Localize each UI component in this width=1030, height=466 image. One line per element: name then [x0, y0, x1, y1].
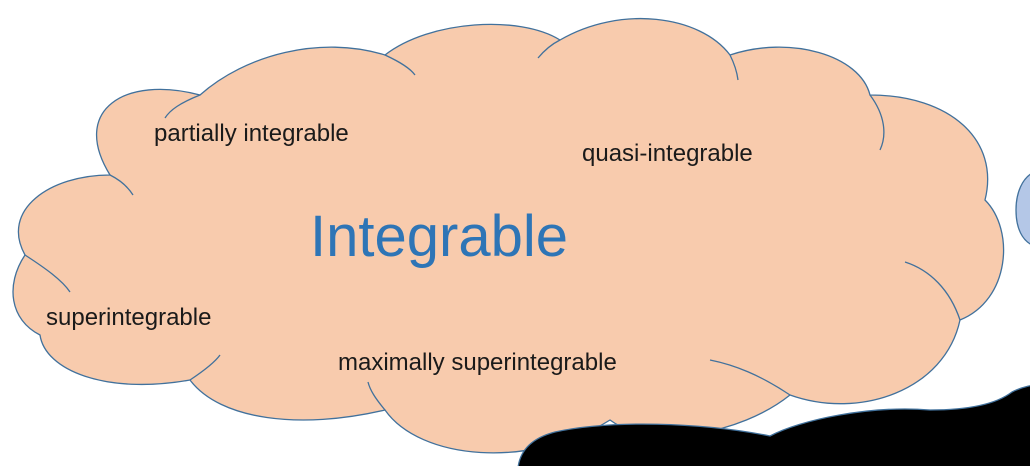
term-maximally-superintegrable: maximally superintegrable [338, 349, 617, 376]
cloud-bump-arc [709, 359, 791, 396]
cloud-bump-arc [189, 354, 221, 381]
cloud-bump-arc [367, 381, 386, 411]
integrable-title: Integrable [310, 204, 568, 269]
dark-cloud-shape [517, 385, 1030, 466]
cloud-bump-arc [109, 174, 134, 196]
cloud-bump-arc [869, 94, 885, 151]
term-quasi-integrable: quasi-integrable [582, 140, 753, 167]
cloud-bump-arc [729, 54, 739, 81]
cloud-bump-arc [384, 54, 416, 76]
term-superintegrable: superintegrable [46, 304, 212, 331]
cloud-bump-arc [164, 94, 201, 119]
integrable-cloud-shape [12, 17, 1005, 454]
cloud-bump-arc [537, 39, 561, 59]
term-partially-integrable: partially integrable [154, 120, 349, 147]
side-cloud-shape [1015, 173, 1030, 245]
cloud-bump-arc [24, 254, 71, 293]
cloud-bump-arc [904, 261, 961, 321]
